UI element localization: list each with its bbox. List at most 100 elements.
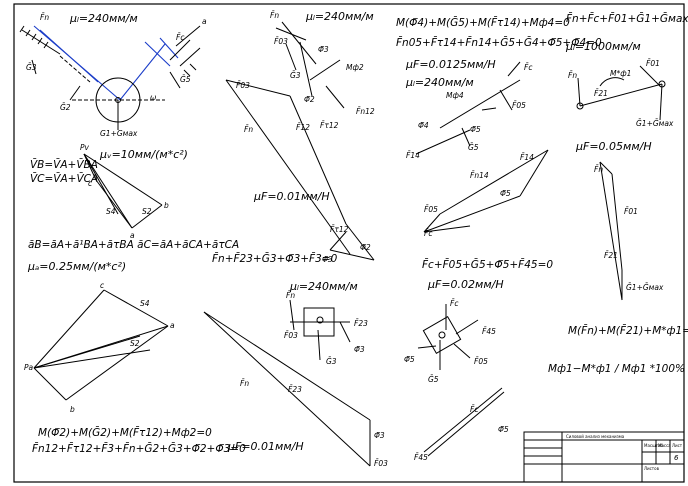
scale-mu-f-right: μF=0.0125мм/Н	[405, 58, 496, 71]
mechanism-scheme: μₗ=240мм/м F̄n Ḡ3 Ḡ5 F̄c a	[19, 12, 207, 138]
label-f12-poly: F̄12	[296, 123, 310, 132]
label-f12n-mid: F̄n12	[356, 107, 375, 116]
label-f01-polycrank: F̄01	[624, 207, 638, 216]
title-sheet-label: Лист	[672, 443, 683, 448]
label-f45-slider5: F̄45	[482, 327, 496, 336]
label-g3-mid: Ḡ3	[290, 71, 301, 80]
scale-mu-l-crank: μₗ=1000мм/м	[565, 40, 641, 53]
scale-mu-l-slider: μₗ=240мм/м	[289, 280, 358, 293]
label-fc-poly: F̄c	[424, 229, 433, 238]
label-phi5-poly5: Φ̄5	[498, 425, 509, 434]
slider-5-group: F̄c Φ̄5 Ḡ5 F̄45 F̄05	[404, 299, 496, 384]
label-s2-vel: S2	[142, 207, 152, 216]
label-f01-crank: F̄01	[646, 59, 660, 68]
label-phi3-slider: Φ̄3	[354, 345, 365, 354]
eq-error: Mф1−M*ф1 / Mф1 *100% =5.2%	[548, 363, 688, 375]
label-f03-slider: F̄03	[284, 331, 298, 340]
label-a-acc: a	[170, 321, 175, 330]
label-f03-poly3: F̄03	[374, 459, 388, 468]
label-f05-poly: F̄05	[424, 205, 438, 214]
label-phi3-poly3: Φ̄3	[374, 431, 385, 440]
scale-mu-v: μᵥ=10мм/(м*с²)	[99, 148, 188, 161]
label-a-vel: a	[130, 231, 135, 240]
label-f14n-poly: F̄n14	[470, 171, 489, 180]
label-f03-poly: F̄03	[236, 81, 250, 90]
label-f-top: F̄n	[40, 13, 49, 22]
eq-force-sum-mid: F̄n+F̄23+Ḡ3+Φ̄3+F̄3=0	[212, 252, 338, 265]
label-c-acc: c	[100, 281, 105, 290]
label-g5-scheme: Ḡ5	[180, 75, 191, 84]
label-alpha-scheme: a	[202, 17, 207, 26]
label-fc-slider5: F̄c	[450, 299, 459, 308]
label-g1-scheme: G1+Gмах	[100, 129, 138, 138]
label-s4-vel: S4	[106, 207, 116, 216]
label-phi4: Φ̄4	[418, 121, 429, 130]
eq-acceleration: āB=āA+ā¹BA+āτBA āC=āA+āCA+āτCA	[28, 239, 239, 251]
velocity-plan: μᵥ=10мм/(м*с²) Pv V̄B=V̄A+V̄BA V̄C=V̄A+V…	[30, 143, 188, 240]
scale-mu-l-mid: μₗ=240мм/м	[305, 10, 374, 23]
label-f14-poly: F̄14	[520, 153, 534, 162]
link-2-3-group: μₗ=240мм/м F̄n F̄03 Φ̄3 Ḡ3 Φ̄2 Mф2 F̄τ12…	[270, 10, 375, 130]
label-g3-slider: Ḡ3	[326, 357, 337, 366]
scale-mu-f-crank: μF=0.05мм/Н	[575, 140, 652, 153]
label-pv: Pv	[80, 143, 90, 152]
scale-mu-l-right: μₗ=240мм/м	[405, 76, 474, 89]
label-g3-scheme: Ḡ3	[26, 63, 37, 72]
label-f21-crank: F̄21	[594, 89, 608, 98]
eq-moment-left-2: F̄n12+F̄τ12+F̄3+F̄n+Ḡ2+Ḡ3+Φ̄2+Φ̄3=0	[32, 442, 246, 455]
label-f45-poly5: F̄45	[414, 453, 428, 462]
label-fn-slider: F̄n	[286, 291, 295, 300]
label-s4-acc: S4	[140, 299, 150, 308]
label-f14t: F̄14	[406, 151, 420, 160]
label-f-mid: F̄n	[270, 11, 279, 20]
label-phi3-mid: Φ̄3	[318, 45, 329, 54]
title-block: Силовой анализ механизма Масштаб Масса Л…	[523, 431, 685, 483]
label-f23-poly3: F̄23	[288, 385, 302, 394]
label-s2-acc: S2	[130, 339, 140, 348]
label-phi5-link: Φ̄5	[470, 125, 481, 134]
label-f05-link: F̄05	[512, 101, 526, 110]
label-c-vel: c	[88, 179, 93, 188]
scale-mu-a: μₐ=0.25мм/(м*с²)	[27, 260, 126, 273]
label-fn-polycrank: F̄n	[594, 165, 603, 174]
eq-moment-crank: M(F̄n)+M(F̄21)+M*ф1=0	[568, 324, 688, 337]
label-f21-polycrank: F̄21	[604, 251, 618, 260]
label-fc-link: F̄c	[524, 63, 533, 72]
label-g2-scheme: Ḡ2	[60, 103, 71, 112]
eq-moment-right-1: M(Φ̄4)+M(Ḡ5)+M(F̄τ14)+Mф4=0	[396, 16, 570, 29]
sheet-frame	[13, 3, 685, 483]
title-mass-label: Масса	[658, 443, 671, 448]
label-f05-slider5: F̄05	[474, 357, 488, 366]
title-scale-label: Масштаб	[644, 443, 664, 448]
force-polygon-5: F̄c Φ̄5 F̄45	[414, 387, 509, 462]
label-phi2-poly: Φ̄2	[360, 243, 371, 252]
label-m1-crank: M*ф1	[610, 69, 631, 78]
label-fn-poly: F̄n	[244, 125, 253, 134]
label-f03-mid: F̄03	[274, 37, 288, 46]
label-m4: Mф4	[446, 91, 464, 100]
acceleration-plan: c a b Pa S4 S2	[24, 281, 175, 414]
eq-moment-right-2: F̄n05+F̄τ14+F̄n14+Ḡ5+Ḡ4+Φ̄5+Φ̄4=0	[396, 36, 602, 49]
label-g5-slider5: Ḡ5	[428, 375, 439, 384]
title-sheet-no: 6	[674, 454, 679, 462]
eq-velocity-2: V̄C=V̄A+V̄CA	[30, 172, 98, 185]
label-gmax-polycrank: Ḡ1+Ḡмах	[626, 283, 664, 292]
label-pa: Pa	[24, 363, 34, 372]
scale-mu-f-bottom: μF=0.01мм/Н	[227, 440, 304, 453]
eq-force-sum-right: F̄c+F̄05+Ḡ5+Φ̄5+F̄45=0	[422, 258, 553, 271]
label-omega-scheme: ω	[150, 93, 156, 102]
title-sheets-total: Листов	[644, 466, 660, 471]
link-4-5-group: Mф4 Φ̄4 Φ̄5 F̄05 Ḡ5 F̄c F̄14	[406, 61, 533, 160]
label-b-vel: b	[164, 201, 169, 210]
force-polygon-4-5: F̄n14 F̄05 F̄c F̄14 Φ̄5	[423, 149, 549, 238]
label-fn-poly3: F̄n	[240, 379, 249, 388]
title-doc: Силовой анализ механизма	[566, 434, 625, 439]
eq-moment-left-1: M(Φ̄2)+M(Ḡ2)+M(F̄τ12)+Mф2=0	[38, 426, 212, 439]
force-polygon-2-3: F̄03 F̄n F̄12 F̄τ12 Φ̄2 Φ̄3 μF=0.01мм/Н …	[212, 79, 375, 265]
label-fn-crank: F̄n	[568, 71, 577, 80]
label-m2-mid: Mф2	[346, 63, 364, 72]
force-polygon-3: F̄n F̄23 Φ̄3 F̄03 μF=0.01мм/Н	[203, 311, 388, 468]
slider-3-group: μₗ=240мм/м F̄n F̄03 F̄23 Ḡ3 Φ̄3	[284, 280, 368, 366]
label-phi3-poly: Φ̄3	[322, 255, 333, 264]
